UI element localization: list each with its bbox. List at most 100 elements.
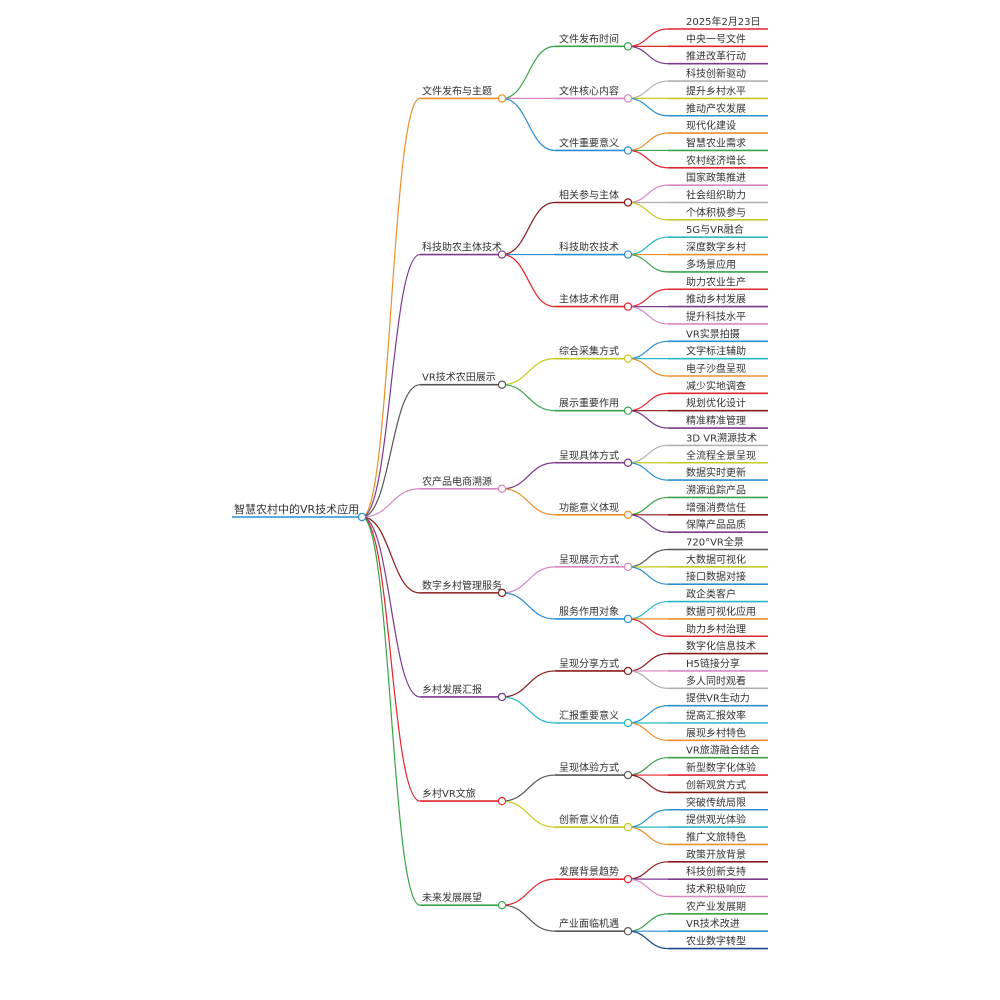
leaf-topic: 数字化信息技术 bbox=[686, 640, 756, 653]
leaf-topic: 个体积极参与 bbox=[686, 206, 746, 219]
subtopic: 产业面临机遇 bbox=[559, 917, 619, 930]
collapse-toggle-icon[interactable] bbox=[623, 822, 633, 832]
subtopic: 呈现分享方式 bbox=[559, 657, 619, 670]
leaf-connector bbox=[627, 340, 669, 360]
collapse-toggle-icon[interactable] bbox=[623, 458, 633, 467]
leaf-connector bbox=[627, 566, 669, 585]
leaf-topic: 720°VR全景 bbox=[686, 536, 744, 549]
leaf-topic: 新型数字化体验 bbox=[686, 761, 756, 774]
branch-connector bbox=[361, 97, 421, 518]
leaf-connector bbox=[627, 28, 669, 47]
collapse-toggle-icon[interactable] bbox=[623, 250, 633, 259]
collapse-toggle-icon[interactable] bbox=[497, 796, 507, 806]
branch-topic: 数字乡村管理服务 bbox=[422, 579, 502, 592]
leaf-connector bbox=[627, 149, 669, 169]
subtopic: 服务作用对象 bbox=[559, 605, 619, 618]
leaf-topic: 规划优化设计 bbox=[686, 397, 746, 410]
leaf-connector bbox=[627, 600, 669, 620]
collapse-toggle-icon[interactable] bbox=[623, 146, 633, 155]
leaf-topic: 多场景应用 bbox=[686, 258, 736, 271]
collapse-toggle-icon[interactable] bbox=[623, 406, 633, 415]
collapse-toggle-icon[interactable] bbox=[497, 588, 507, 598]
leaf-connector bbox=[627, 757, 669, 776]
subtopic: 展示重要作用 bbox=[559, 397, 619, 410]
subtopic: 文件核心内容 bbox=[559, 84, 619, 97]
collapse-toggle-icon[interactable] bbox=[497, 900, 507, 910]
subtopic: 主体技术作用 bbox=[559, 293, 619, 306]
collapse-toggle-icon[interactable] bbox=[623, 42, 633, 51]
collapse-toggle-icon[interactable] bbox=[357, 512, 367, 522]
branch-topic: 文件发布与主题 bbox=[422, 84, 492, 97]
collapse-toggle-icon[interactable] bbox=[497, 692, 507, 702]
collapse-toggle-icon[interactable] bbox=[623, 354, 633, 363]
leaf-topic: 科技创新驱动 bbox=[686, 67, 746, 80]
branch-connector bbox=[361, 516, 421, 906]
leaf-connector bbox=[627, 462, 669, 481]
leaf-connector bbox=[627, 444, 669, 464]
branch-connector bbox=[361, 488, 421, 518]
collapse-toggle-icon[interactable] bbox=[623, 510, 633, 519]
leaf-topic: VR旅游融合结合 bbox=[686, 744, 760, 757]
branch-topic: 乡村发展汇报 bbox=[422, 683, 482, 696]
leaf-connector bbox=[627, 253, 669, 273]
leaf-topic: 推动乡村发展 bbox=[686, 293, 746, 306]
collapse-toggle-icon[interactable] bbox=[623, 874, 633, 884]
collapse-toggle-icon[interactable] bbox=[623, 614, 633, 624]
subtopic: 创新意义价值 bbox=[559, 813, 619, 826]
collapse-toggle-icon[interactable] bbox=[623, 666, 633, 676]
collapse-toggle-icon[interactable] bbox=[623, 718, 633, 728]
leaf-topic: 推广文旅特色 bbox=[686, 830, 746, 843]
leaf-topic: 助力乡村治理 bbox=[686, 622, 746, 635]
branch-connector bbox=[361, 516, 421, 802]
subtopic-connector bbox=[501, 774, 556, 802]
leaf-topic: 增强消费信任 bbox=[686, 501, 746, 514]
branch-connector bbox=[361, 384, 421, 518]
leaf-topic: 现代化建设 bbox=[686, 119, 736, 132]
branch-connector bbox=[361, 516, 421, 698]
collapse-toggle-icon[interactable] bbox=[497, 380, 507, 389]
collapse-toggle-icon[interactable] bbox=[497, 250, 507, 259]
leaf-topic: 提升乡村水平 bbox=[686, 84, 746, 97]
leaf-topic: 助力农业生产 bbox=[686, 275, 746, 288]
leaf-connector bbox=[627, 410, 669, 429]
leaf-topic: 农业数字转型 bbox=[686, 935, 746, 948]
subtopic-connector bbox=[501, 800, 556, 828]
leaf-topic: 大数据可视化 bbox=[686, 553, 746, 566]
subtopic: 呈现展示方式 bbox=[559, 553, 619, 566]
subtopic: 发展背景趋势 bbox=[559, 865, 619, 878]
branch-topic: 乡村VR文旅 bbox=[422, 787, 476, 800]
collapse-toggle-icon[interactable] bbox=[497, 484, 507, 493]
leaf-connector bbox=[627, 392, 669, 412]
collapse-toggle-icon[interactable] bbox=[623, 770, 633, 780]
leaf-topic: H5链接分享 bbox=[686, 657, 740, 670]
leaf-topic: 政策开放背景 bbox=[686, 848, 746, 861]
root-topic: 智慧农村中的VR技术应用 bbox=[234, 502, 359, 516]
subtopic-connector bbox=[501, 592, 556, 620]
subtopic-connector bbox=[501, 878, 556, 906]
collapse-toggle-icon[interactable] bbox=[623, 927, 633, 936]
leaf-topic: 提供VR生动力 bbox=[686, 692, 750, 705]
leaf-connector bbox=[627, 930, 669, 950]
leaf-topic: 3D VR溯源技术 bbox=[686, 431, 757, 444]
leaf-topic: 农产业发展期 bbox=[686, 900, 746, 913]
leaf-topic: 接口数据对接 bbox=[686, 570, 746, 583]
leaf-topic: 减少实地调查 bbox=[686, 379, 746, 392]
leaf-connector bbox=[627, 809, 669, 828]
leaf-connector bbox=[627, 722, 669, 741]
leaf-topic: 5G与VR融合 bbox=[686, 223, 744, 236]
collapse-toggle-icon[interactable] bbox=[497, 94, 507, 103]
collapse-toggle-icon[interactable] bbox=[623, 94, 633, 103]
leaf-connector bbox=[627, 774, 669, 793]
branch-topic: 未来发展展望 bbox=[422, 891, 482, 904]
collapse-toggle-icon[interactable] bbox=[623, 198, 633, 207]
subtopic-connector bbox=[501, 670, 556, 698]
leaf-connector bbox=[627, 306, 669, 325]
leaf-topic: 2025年2月23日 bbox=[686, 15, 761, 28]
collapse-toggle-icon[interactable] bbox=[623, 302, 633, 311]
collapse-toggle-icon[interactable] bbox=[623, 562, 633, 572]
subtopic: 科技助农技术 bbox=[559, 241, 619, 254]
leaf-connector bbox=[627, 861, 669, 880]
leaf-topic: 提升科技水平 bbox=[686, 310, 746, 323]
subtopic: 呈现具体方式 bbox=[559, 449, 619, 462]
leaf-topic: 展现乡村特色 bbox=[686, 726, 746, 739]
